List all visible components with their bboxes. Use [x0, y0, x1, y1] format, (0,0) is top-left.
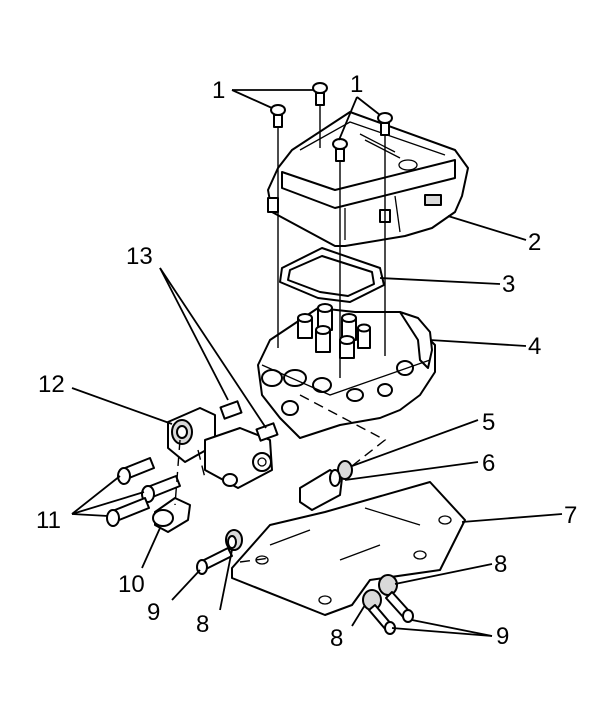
callout-1-left: 1 [212, 77, 225, 104]
callout-12: 12 [38, 371, 65, 398]
callout-2: 2 [528, 229, 541, 256]
hydraulic-modulator-body [257, 303, 436, 439]
callout-9-left: 9 [147, 599, 160, 626]
adapter-bolts [106, 457, 181, 527]
callout-8-right: 8 [494, 551, 507, 578]
brake-line-fittings [219, 400, 279, 442]
callout-5: 5 [482, 409, 495, 436]
callout-13: 13 [126, 243, 153, 270]
callout-1-right: 1 [350, 71, 363, 98]
callout-11: 11 [36, 507, 61, 534]
control-module-cover [267, 111, 469, 247]
pressure-sensor [152, 497, 191, 533]
assembly-guide-lines [174, 105, 387, 563]
callout-leader-lines [71, 89, 563, 637]
callout-9-right: 9 [496, 623, 509, 650]
electrical-connector [299, 460, 353, 511]
callout-8-lower: 8 [330, 625, 343, 652]
callout-8-left: 8 [196, 611, 209, 638]
callout-labels: 1 1 2 3 4 5 6 7 8 8 8 9 9 10 11 12 13 [36, 71, 577, 652]
callout-6: 6 [482, 450, 495, 477]
bracket-insulators-and-bolts [196, 529, 414, 635]
cover-gasket [279, 247, 385, 303]
callout-10: 10 [118, 571, 145, 598]
mounting-bracket [231, 481, 466, 616]
callout-4: 4 [528, 333, 541, 360]
adapter-fitting [167, 407, 273, 489]
callout-7: 7 [564, 502, 577, 529]
callout-3: 3 [502, 271, 515, 298]
cover-screws [270, 82, 393, 162]
